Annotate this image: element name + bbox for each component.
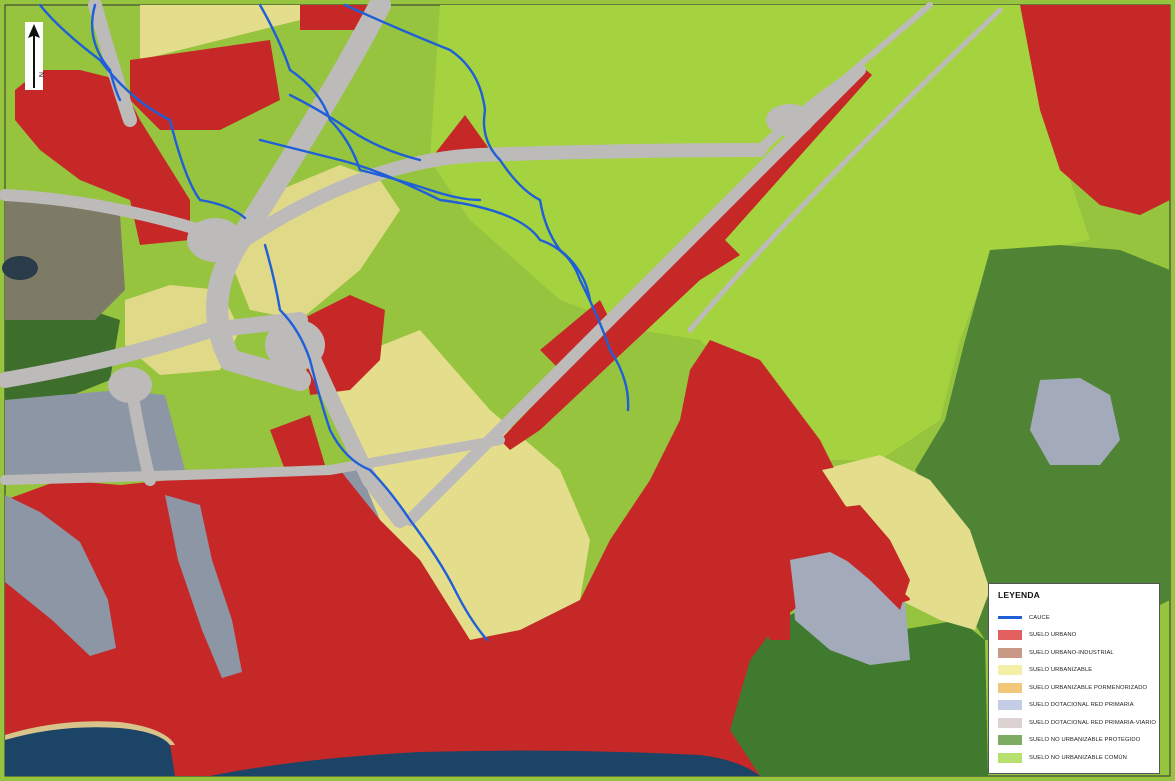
legend-item: SUELO DOTACIONAL RED PRIMARIA [998,697,1151,715]
zone-urbano-northwest [15,70,190,245]
zone-no-urbanizable-comun [430,5,1090,460]
zone-urbano-northeast [1020,5,1170,215]
north-arrow-label: N [37,72,44,77]
zone-urbano-small [270,415,325,470]
legend-swatch [998,717,1022,728]
zone-dotacional-stadium-2 [790,552,908,662]
legend-swatch [998,700,1022,711]
legend-label: SUELO URBANIZABLE PORMENORIZADO [1029,684,1148,691]
zone-urbano-small-east [760,610,790,640]
legend-label: SUELO URBANIZABLE [1029,667,1093,674]
legend-item: SUELO DOTACIONAL RED PRIMARIA-VIARIO [998,714,1156,732]
roundabout-west [187,218,243,262]
legend-label: SUELO URBANO-INDUSTRIAL [1029,649,1114,656]
zone-urbanizable-north [140,5,300,60]
roundabout-east [766,104,814,136]
zone-dotacional-east [1030,378,1120,465]
legend-label: SUELO DOTACIONAL RED PRIMARIA-VIARIO [1029,719,1156,726]
legend-title: LEYENDA [998,590,1041,600]
zone-no-urbanizable-protegido-south [720,610,988,776]
zone-urbano-strip [500,65,872,450]
pond [2,256,38,280]
legend-swatch [998,647,1022,658]
legend-label: SUELO URBANO [1029,632,1077,639]
legend-swatch [998,752,1022,763]
legend-label: SUELO NO URBANIZABLE COMÚN [1029,754,1127,761]
legend-item: SUELO URBANIZABLE [998,662,1151,680]
legend-swatch [998,682,1022,693]
legend-label: SUELO DOTACIONAL RED PRIMARIA [1029,702,1134,709]
zone-urbanizable-c [330,330,590,640]
legend: LEYENDA CAUCE SUELO URBANO SUELO URBANO-IN… [988,583,1160,774]
roundabout-southwest [108,367,152,403]
legend-swatch [998,735,1022,746]
zone-urbano-east-pocket [820,505,910,610]
legend-swatch [998,665,1022,676]
watercourses [38,3,630,642]
legend-label: CAUCE [1029,614,1050,621]
legend-swatch [998,616,1022,620]
legend-swatch [998,630,1022,641]
sea [5,725,175,776]
legend-item: SUELO URBANO-INDUSTRIAL [998,644,1151,662]
legend-item: SUELO NO URBANIZABLE COMÚN [998,749,1151,767]
zone-urbano-strip-block [540,300,610,370]
legend-items: CAUCE SUELO URBANO SUELO URBANO-INDUSTRIAL… [998,609,1156,767]
legend-label: SUELO NO URBANIZABLE PROTEGIDO [1029,737,1141,744]
terrain-west [5,195,125,320]
zone-dotacional-sw-2 [5,495,116,656]
legend-item: SUELO URBANIZABLE PORMENORIZADO [998,679,1151,697]
zone-urbanizable-d-2 [822,458,988,628]
north-arrow-icon [28,24,40,88]
legend-item: SUELO NO URBANIZABLE PROTEGIDO [998,732,1151,750]
beach [5,721,175,745]
sea-east [210,750,760,776]
north-arrow: N [25,22,44,90]
zone-dotacional-park-2 [165,495,242,678]
zone-dotacional-west [5,390,185,480]
zone-urbano-north [130,40,280,130]
legend-item: SUELO URBANO [998,627,1151,645]
legend-item: CAUCE [998,609,1151,627]
